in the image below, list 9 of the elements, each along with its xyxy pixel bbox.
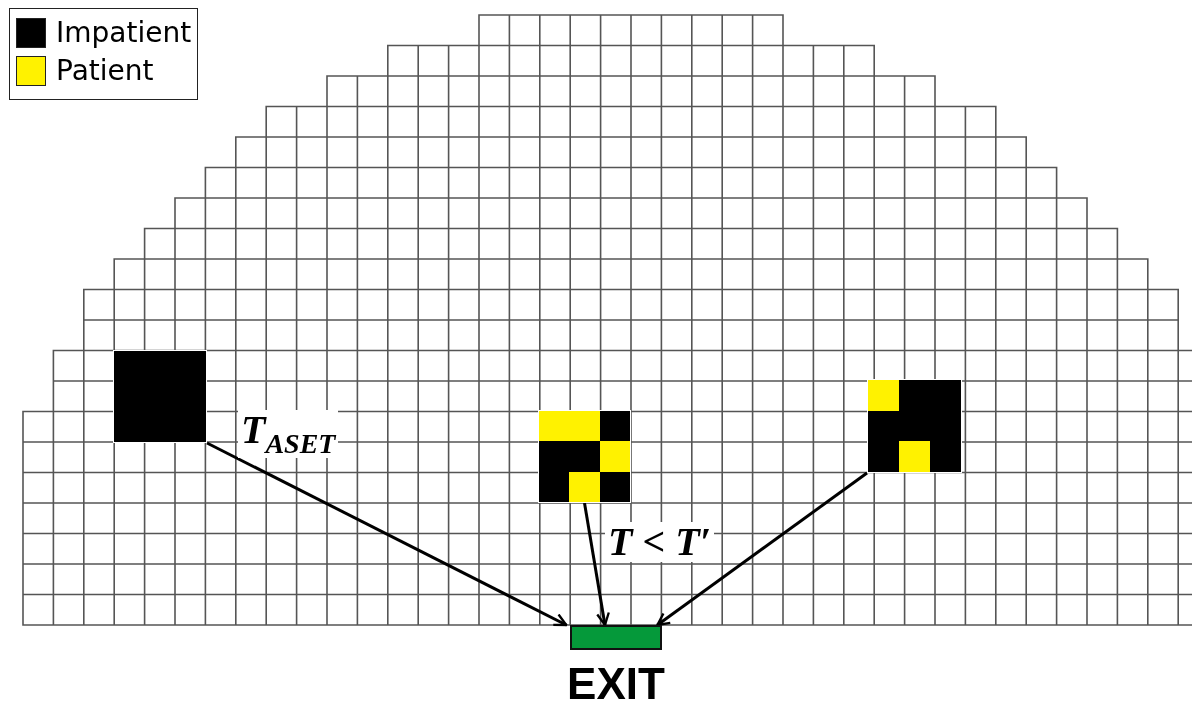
edge-label: T < T′	[605, 522, 714, 562]
mixed-group	[538, 410, 631, 503]
mixed-group	[867, 379, 962, 473]
legend-label: Patient	[56, 55, 154, 87]
legend-label: Impatient	[56, 17, 192, 49]
exit-label: EXIT	[566, 662, 666, 706]
arrow	[583, 502, 610, 627]
edge-label: T$_{ASET}$	[238, 410, 339, 458]
impatient-group	[113, 350, 207, 443]
